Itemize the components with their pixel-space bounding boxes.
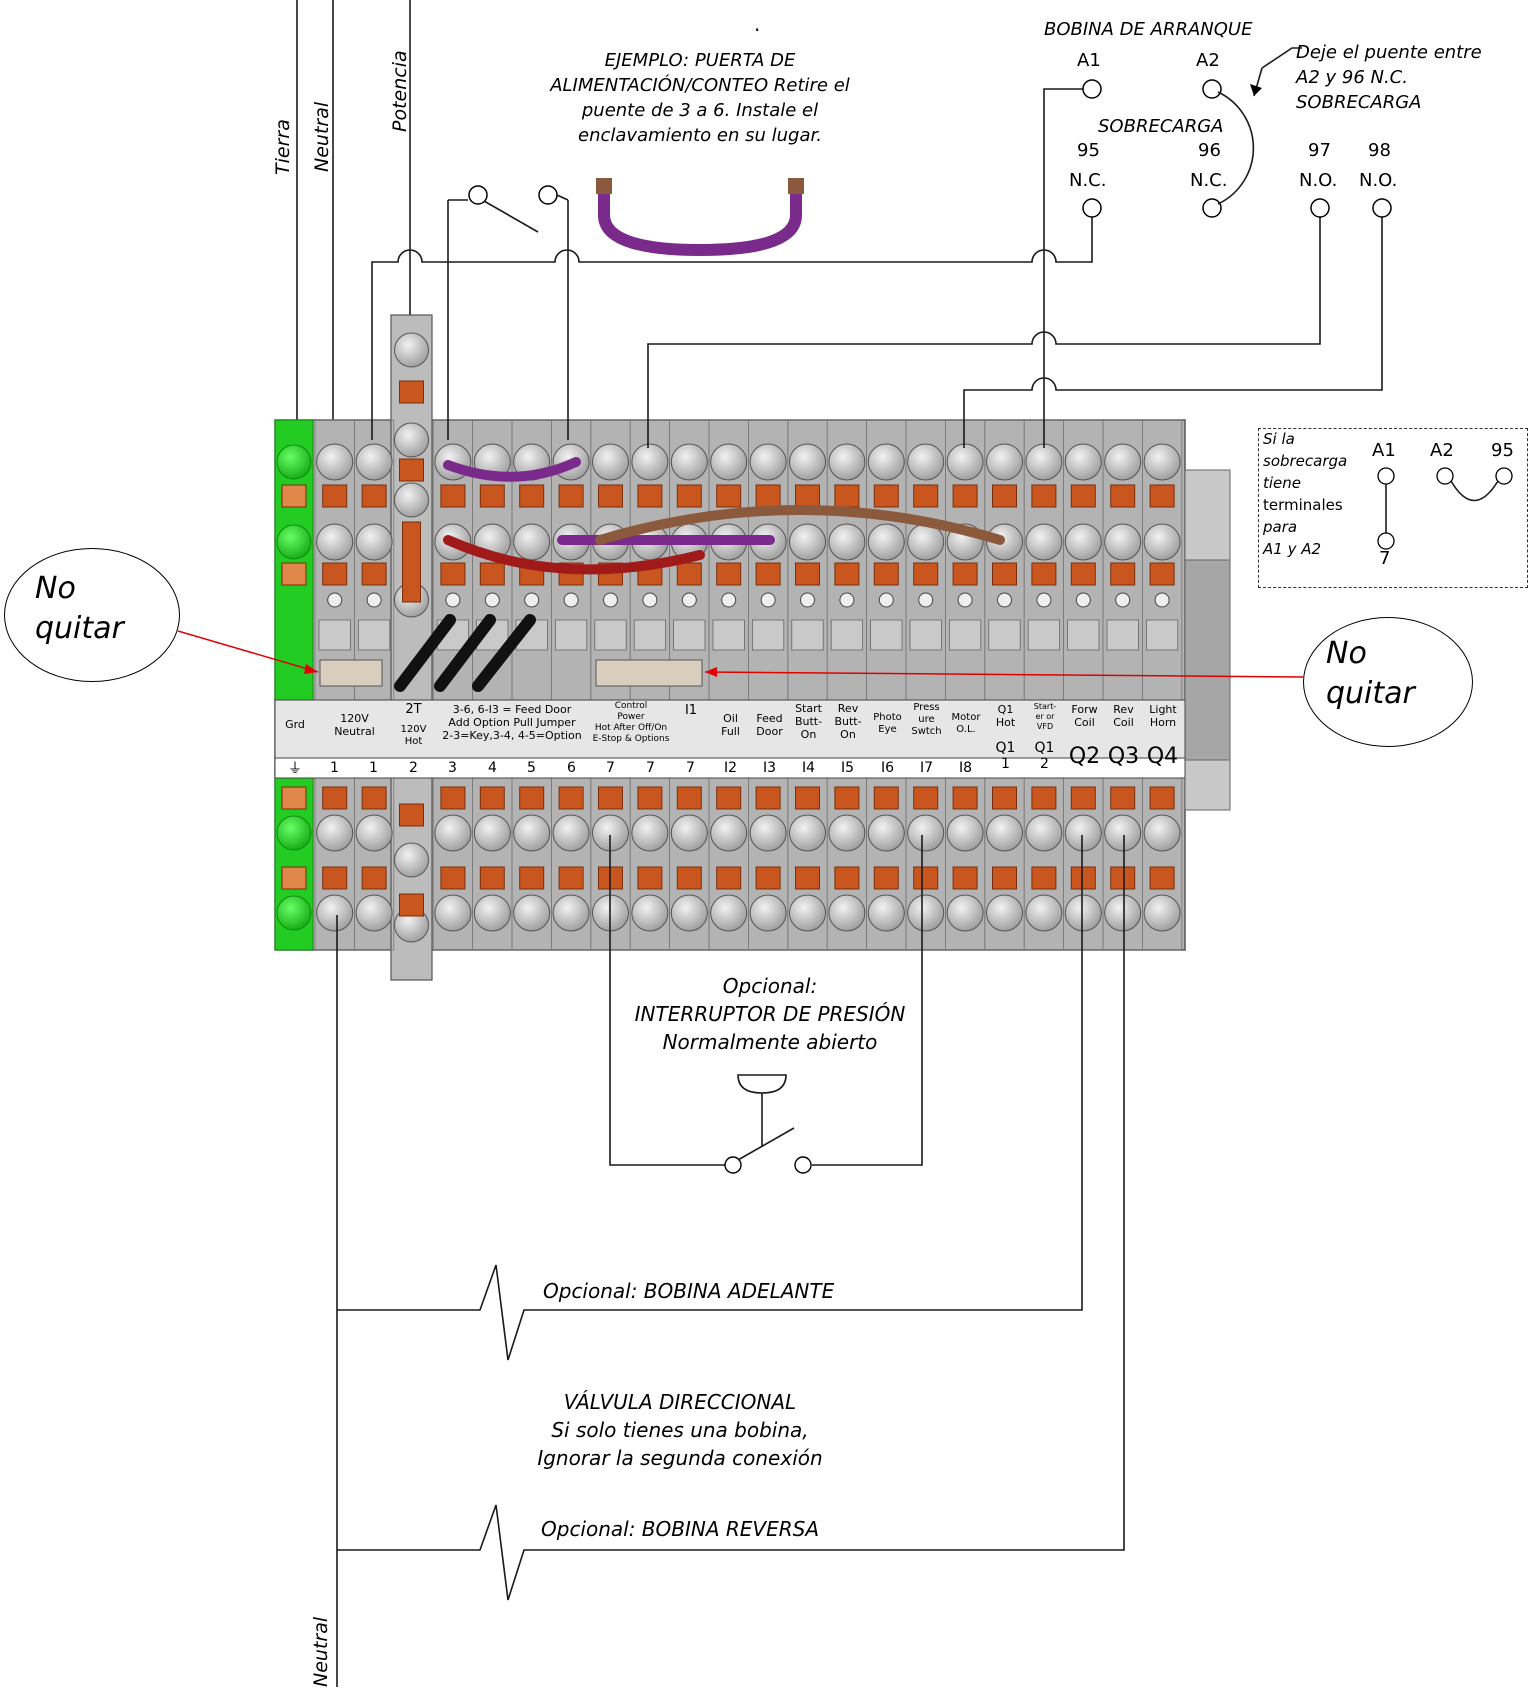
overload-box-text: Si la sobrecarga tiene terminales para A… (1263, 430, 1348, 558)
reverse-coil-note: Opcional: BOBINA REVERSA (541, 1517, 820, 1541)
term-95: 95 (1077, 140, 1100, 161)
terminal-number: I3 (762, 760, 777, 776)
terminal-number: I5 (840, 760, 855, 776)
label-tierra: Tierra (272, 119, 294, 175)
terminal-number: 1 (330, 760, 339, 776)
terminal-number: 7 (646, 760, 655, 776)
terminal-number: 7 (686, 760, 695, 776)
lower-wiring (336, 835, 1125, 1687)
example-jumper (596, 178, 804, 257)
terminal-block (274, 314, 1231, 981)
starter-title: BOBINA DE ARRANQUE (1044, 19, 1253, 40)
overload-box-graphics (1377, 467, 1513, 550)
terminal-number: 3 (448, 760, 457, 776)
terminal-number: I2 (723, 760, 738, 776)
supply-lines (296, 0, 411, 420)
terminal-number: I4 (801, 760, 816, 776)
no-quitar-arrows (177, 630, 1304, 678)
term-98: 98 (1368, 140, 1391, 161)
q-label-q4: Q4 (1146, 744, 1179, 769)
term-95-nc: N.C. (1069, 170, 1107, 191)
upper-wiring (371, 47, 1392, 448)
q-label-q2: Q2 (1068, 744, 1101, 769)
overload-title: SOBRECARGA (1098, 116, 1224, 137)
terminal-number: I7 (919, 760, 934, 776)
terminal-number: 5 (527, 760, 536, 776)
top-dot: . (754, 12, 761, 36)
overload-box-a2: A2 (1430, 440, 1454, 461)
label-potencia: Potencia (389, 50, 411, 132)
q-label-q3: Q3 (1107, 744, 1140, 769)
overload-box-95: 95 (1491, 440, 1514, 461)
no-quitar-right-bubble: No quitar (1303, 617, 1473, 747)
overload-box-a1: A1 (1372, 440, 1396, 461)
terminal-number: 6 (567, 760, 576, 776)
term-96-nc: N.C. (1190, 170, 1228, 191)
terminal-number: 2 (409, 760, 418, 776)
no-quitar-left-bubble: No quitar (4, 548, 180, 682)
overload-note-box (1258, 428, 1528, 588)
terminal-number: 4 (488, 760, 497, 776)
label-neutral-bottom: Neutral (310, 1616, 332, 1687)
term-97: 97 (1308, 140, 1331, 161)
starter-a1: A1 (1077, 50, 1101, 71)
ground-icon: ⏚ (288, 761, 302, 777)
terminal-number: 1 (369, 760, 378, 776)
starter-a2: A2 (1196, 50, 1220, 71)
overload-box-7: 7 (1379, 548, 1391, 569)
term-97-no: N.O. (1299, 170, 1338, 191)
terminal-number: I8 (958, 760, 973, 776)
label-neutral-top: Neutral (311, 101, 333, 172)
block-label-i1: I1 (684, 703, 698, 718)
terminal-number: 7 (606, 760, 615, 776)
block-label-hot-2t: 2T (405, 702, 422, 717)
terminal-number: I6 (880, 760, 895, 776)
block-label-grd: Grd (285, 718, 305, 731)
term-96: 96 (1198, 140, 1221, 161)
forward-coil-note: Opcional: BOBINA ADELANTE (543, 1279, 835, 1303)
term-98-no: N.O. (1359, 170, 1398, 191)
